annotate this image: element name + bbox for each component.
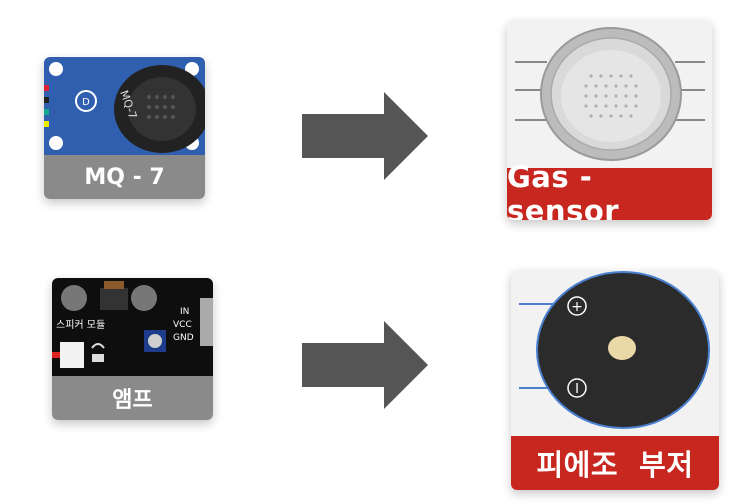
svg-text:+: +: [571, 299, 583, 315]
amp-module-card[interactable]: 스피커 모듈 IN VCC GND 앰프: [52, 278, 213, 420]
svg-text:D: D: [82, 97, 90, 108]
gas-sensor-image: [507, 20, 712, 168]
arrow-right-icon: [302, 321, 430, 409]
gas-sensor-card[interactable]: Gas - sensor: [507, 20, 712, 220]
svg-text:VCC: VCC: [173, 320, 192, 330]
mq7-module-image: D MQ-7: [44, 57, 205, 155]
svg-text:IN: IN: [180, 307, 189, 317]
svg-text:I: I: [575, 382, 579, 397]
piezo-buzzer-image: + I: [511, 270, 719, 438]
amp-label: 앰프: [52, 376, 213, 420]
amp-module-image: 스피커 모듈 IN VCC GND: [52, 278, 213, 376]
svg-text:스피커 모듈: 스피커 모듈: [56, 319, 105, 331]
piezo-buzzer-card[interactable]: + I 피에조 부저: [511, 270, 719, 490]
arrow-right-icon: [302, 92, 430, 180]
svg-text:GND: GND: [173, 333, 194, 343]
mq7-label: MQ - 7: [44, 155, 205, 199]
gas-sensor-label: Gas - sensor: [507, 160, 712, 220]
piezo-buzzer-label: 피에조 부저: [511, 436, 719, 490]
mq7-module-card[interactable]: D MQ-7 MQ - 7: [44, 57, 205, 199]
